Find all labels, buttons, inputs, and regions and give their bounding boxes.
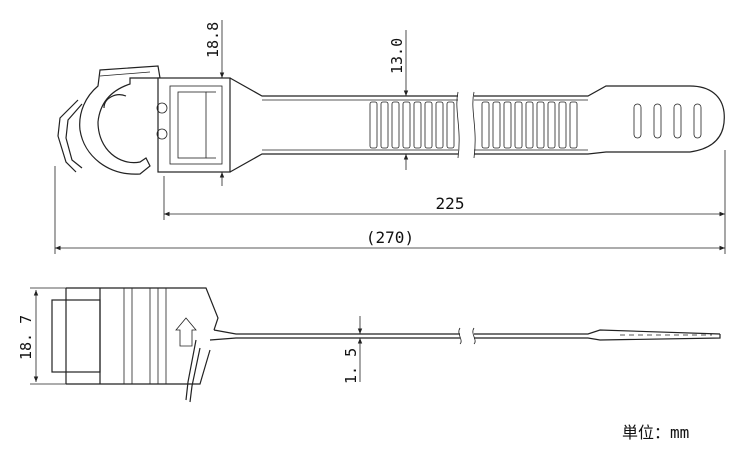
side-view: 18. 7 1. 5 <box>17 287 721 403</box>
band-right <box>474 85 725 155</box>
cable-tie-head <box>156 77 231 173</box>
dim-total-length: (270) <box>55 228 725 251</box>
band-teeth-right <box>481 101 578 149</box>
band-teeth-left <box>369 101 455 149</box>
dim-band-width: 13.0 <box>388 30 409 170</box>
side-head-body <box>51 287 219 403</box>
unit-note: 単位：mm <box>622 423 689 442</box>
band-left <box>229 77 458 173</box>
clip-holder <box>57 65 161 175</box>
dim-head-height: 18. 7 <box>17 287 66 385</box>
dim-thickness-label: 1. 5 <box>342 348 360 384</box>
dim-head-height-label: 18. 7 <box>17 315 35 360</box>
dim-head-width: 18.8 <box>204 20 225 186</box>
top-view: 18.8 13.0 225 (270) <box>54 20 726 254</box>
dim-overall-length: 225 <box>164 194 725 217</box>
dim-total-length-label: (270) <box>366 228 414 247</box>
dim-head-width-label: 18.8 <box>204 22 222 58</box>
band-tail-slots <box>633 103 702 139</box>
side-band <box>209 329 721 341</box>
break-lines-side <box>458 327 476 345</box>
dim-thickness: 1. 5 <box>342 316 363 384</box>
dim-overall-length-label: 225 <box>436 194 465 213</box>
dim-band-width-label: 13.0 <box>388 38 406 74</box>
break-lines-top <box>456 91 476 159</box>
